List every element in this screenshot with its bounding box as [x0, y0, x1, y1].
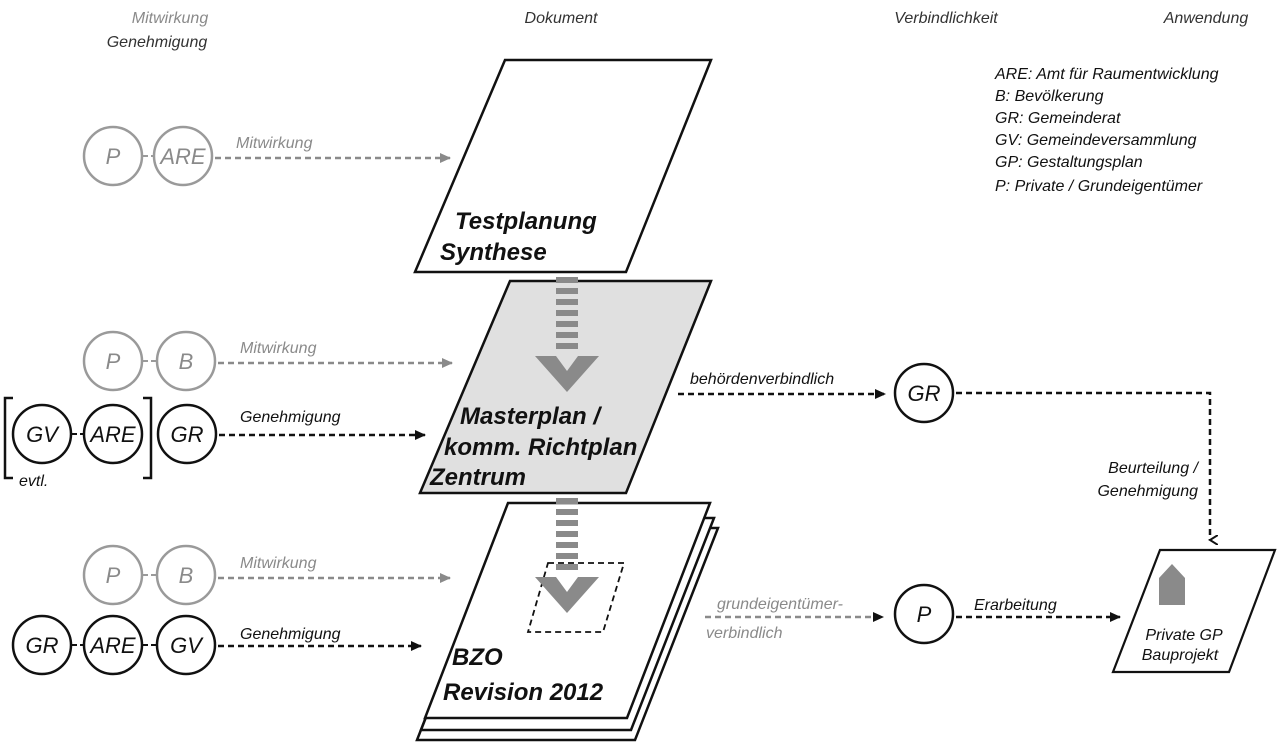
- house-icon: [1159, 564, 1185, 605]
- p-node-circle: [893, 583, 955, 645]
- header-verbindlichkeit: Verbindlichkeit: [894, 10, 998, 27]
- actor-p-circle: [82, 125, 144, 187]
- gr-node-label: GR: [908, 381, 941, 406]
- actor-gr-label: GR: [26, 633, 59, 658]
- actor-are-label: ARE: [158, 144, 206, 169]
- genehmigung-arrow-label: Genehmigung: [240, 626, 341, 643]
- mitwirkung-arrow-label: Mitwirkung: [240, 555, 317, 572]
- legend-item: GR: Gemeinderat: [995, 110, 1121, 127]
- flow-arrow-testplanung-to-masterplan: [535, 277, 599, 392]
- left-bracket: [3, 396, 13, 480]
- actor-b-circle: [155, 544, 217, 606]
- legend-item: GP: Gestaltungsplan: [995, 154, 1143, 171]
- header-genehmigung: Genehmigung: [107, 34, 208, 51]
- erarbeitung-label: Erarbeitung: [974, 597, 1057, 614]
- gr-node-circle: [893, 362, 955, 424]
- private-gp-document: [1111, 548, 1277, 674]
- actor-b-circle: [155, 330, 217, 392]
- legend-item: ARE: Amt für Raumentwicklung: [994, 66, 1219, 83]
- masterplan-title: Masterplan /: [460, 403, 602, 430]
- p-node-label: P: [917, 602, 932, 627]
- genehmigung-arrow-label: Genehmigung: [240, 409, 341, 426]
- actor-b-label: B: [179, 563, 194, 588]
- beurteilung-arrow: [956, 391, 1210, 540]
- grundeigentuemerverbindlich-label-2: verbindlich: [706, 625, 783, 642]
- masterplan-subtitle-2: Zentrum: [429, 464, 526, 491]
- actor-gr-circle: [156, 403, 218, 465]
- bzo-title: BZO: [452, 644, 503, 671]
- actor-are-circle: [152, 125, 214, 187]
- private-gp-title: Private GP: [1145, 627, 1223, 644]
- beurteilung-label-2: Genehmigung: [1097, 483, 1198, 500]
- testplanung-document: [413, 58, 713, 274]
- mitwirkung-arrow-label: Mitwirkung: [236, 135, 313, 152]
- evtl-note: evtl.: [19, 473, 48, 490]
- legend-item: P: Private / Grundeigentümer: [995, 178, 1203, 195]
- actor-gv-circle: [155, 614, 217, 676]
- masterplan-subtitle: komm. Richtplan: [444, 434, 637, 461]
- header-dokument: Dokument: [525, 10, 598, 27]
- testplanung-title: Testplanung: [455, 208, 597, 235]
- actor-gr-circle: [11, 614, 73, 676]
- grundeigentuemerverbindlich-label: grundeigentümer-: [717, 596, 843, 613]
- actor-p-label: P: [106, 349, 121, 374]
- actor-p-circle: [82, 544, 144, 606]
- private-gp-subtitle: Bauprojekt: [1142, 647, 1219, 664]
- actor-p-label: P: [106, 144, 121, 169]
- actor-gv-circle: [11, 403, 73, 465]
- legend-item: GV: Gemeindeversammlung: [995, 132, 1197, 149]
- actor-gv-label: GV: [170, 633, 204, 658]
- actor-p-label: P: [106, 563, 121, 588]
- legend: ARE: Amt für Raumentwicklung B: Bevölker…: [994, 66, 1219, 195]
- actor-gr-label: GR: [171, 422, 204, 447]
- actor-b-label: B: [179, 349, 194, 374]
- testplanung-subtitle: Synthese: [440, 239, 547, 266]
- actor-are-label: ARE: [88, 633, 136, 658]
- right-bracket: [143, 396, 153, 480]
- legend-item: B: Bevölkerung: [995, 88, 1104, 105]
- mitwirkung-arrow-label: Mitwirkung: [240, 340, 317, 357]
- behoerdenverbindlich-label: behördenverbindlich: [690, 371, 834, 388]
- header-mitwirkung: Mitwirkung: [132, 10, 209, 27]
- actor-are-label: ARE: [88, 422, 136, 447]
- actor-p-circle: [82, 330, 144, 392]
- beurteilung-label: Beurteilung /: [1108, 460, 1199, 477]
- actor-are-circle: [82, 403, 144, 465]
- header-anwendung: Anwendung: [1163, 10, 1249, 27]
- flow-arrow-masterplan-to-bzo: [535, 498, 599, 613]
- actor-gv-label: GV: [26, 422, 60, 447]
- actor-are-circle: [82, 614, 144, 676]
- plan-footprint-outline: [526, 562, 626, 633]
- bzo-subtitle: Revision 2012: [443, 679, 604, 706]
